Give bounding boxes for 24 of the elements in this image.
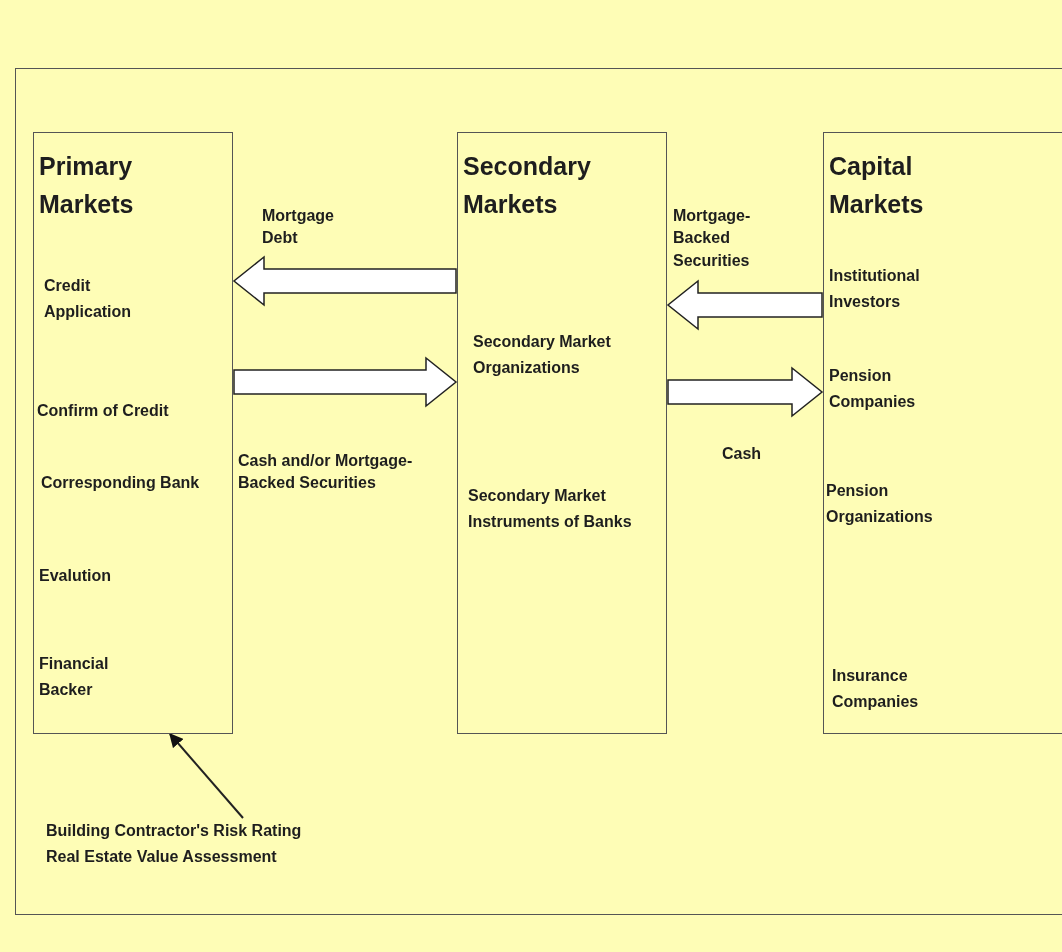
participant-label: Confirm of Credit (37, 401, 169, 421)
participant-label: Pension Organizations (826, 481, 934, 527)
block-arrow (667, 366, 824, 418)
participant-label: Evalution (39, 566, 111, 586)
block-arrow (666, 279, 823, 331)
arrow (169, 732, 244, 819)
participant-label: Insurance Companies (832, 666, 920, 712)
market-box (457, 132, 667, 734)
participant-label: Credit Application (44, 276, 133, 322)
participant-label: Financial Backer (39, 654, 110, 700)
participant-label: Corresponding Bank (41, 473, 200, 493)
participant-label: Institutional Investors (829, 266, 921, 312)
block-arrow (232, 255, 457, 307)
participant-label: Pension Companies (829, 366, 917, 412)
market-heading: Secondary Markets (463, 151, 592, 220)
market-heading: Primary Markets (39, 151, 135, 220)
market-box (33, 132, 233, 734)
note-line: Real Estate Value Assessment (46, 847, 277, 867)
market-box (823, 132, 1062, 734)
participant-label: Secondary Market Organizations (473, 332, 612, 378)
block-arrow (233, 356, 458, 408)
note-line: Building Contractor's Risk Rating (46, 821, 302, 841)
participant-label: Secondary Market Instruments of Banks (468, 486, 633, 532)
market-heading: Capital Markets (829, 151, 925, 220)
